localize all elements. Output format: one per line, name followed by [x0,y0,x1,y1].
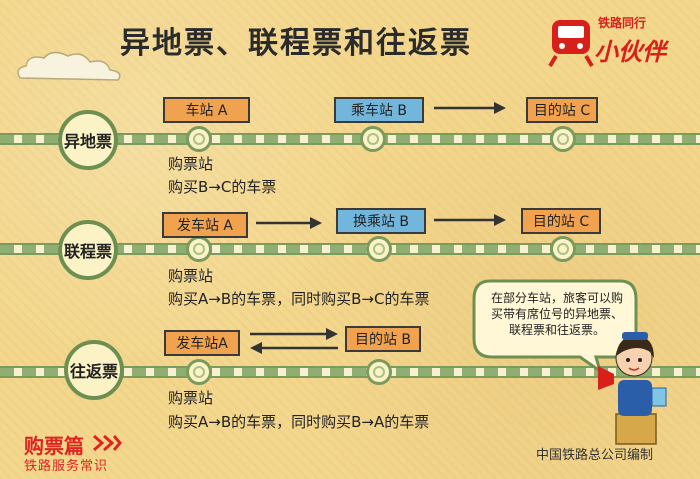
category-subtitle: 铁路服务常识 [24,459,109,474]
logo-main-text: 小伙伴 [594,38,666,66]
station-marker [366,236,392,262]
station-marker [186,359,212,385]
speech-bubble [472,279,638,373]
logo-top-text: 铁路同行 [598,16,647,30]
arrow-double-icon [250,328,338,354]
station-marker [550,126,576,152]
credit-text: 中国铁路总公司编制 [536,448,654,463]
arrow-right-icon [434,214,506,226]
station-box-c: 目的站 C [521,208,601,234]
station-box-b: 目的站 B [345,326,421,352]
train-icon [548,20,594,68]
arrow-right-icon [434,102,506,114]
row-desc-detail: 购买A→B的车票，同时购买B→C的车票 [168,290,430,308]
brand-logo: 铁路同行 小伙伴 [546,8,686,78]
station-box-a: 车站 A [163,97,250,123]
rail-track-3 [0,366,700,378]
station-box-c: 目的站 C [526,97,598,123]
rail-track-2 [0,243,700,255]
arrow-right-icon [256,217,322,229]
bubble-text: 在部分车站，旅客可以购买带有席位号的异地票、联程票和往返票。 [490,291,623,337]
station-box-b: 乘车站 B [334,97,424,123]
station-box-a: 发车站 A [162,212,248,238]
row-label-connecting-ticket: 联程票 [58,220,118,280]
chevrons-icon [93,434,122,452]
row-desc-title: 购票站 [168,389,214,407]
station-marker [186,236,212,262]
page-title: 异地票、联程票和往返票 [120,26,472,61]
row-label-remote-ticket: 异地票 [58,110,118,170]
station-marker [360,126,386,152]
station-marker [550,236,576,262]
row-label-return-ticket: 往返票 [64,340,124,400]
row-desc-detail: 购买A→B的车票，同时购买B→A的车票 [168,413,430,431]
category-title: 购票篇 [24,434,84,458]
row-desc-title: 购票站 [168,155,214,173]
conductor-mascot-icon [598,332,667,445]
cloud-icon [17,51,121,81]
station-box-a: 发车站A [164,330,240,356]
row-desc-detail: 购买B→C的车票 [168,178,277,196]
station-marker [186,126,212,152]
row-desc-title: 购票站 [168,267,214,285]
station-marker [366,359,392,385]
rail-track-1 [0,133,700,145]
station-box-b: 换乘站 B [336,208,426,234]
